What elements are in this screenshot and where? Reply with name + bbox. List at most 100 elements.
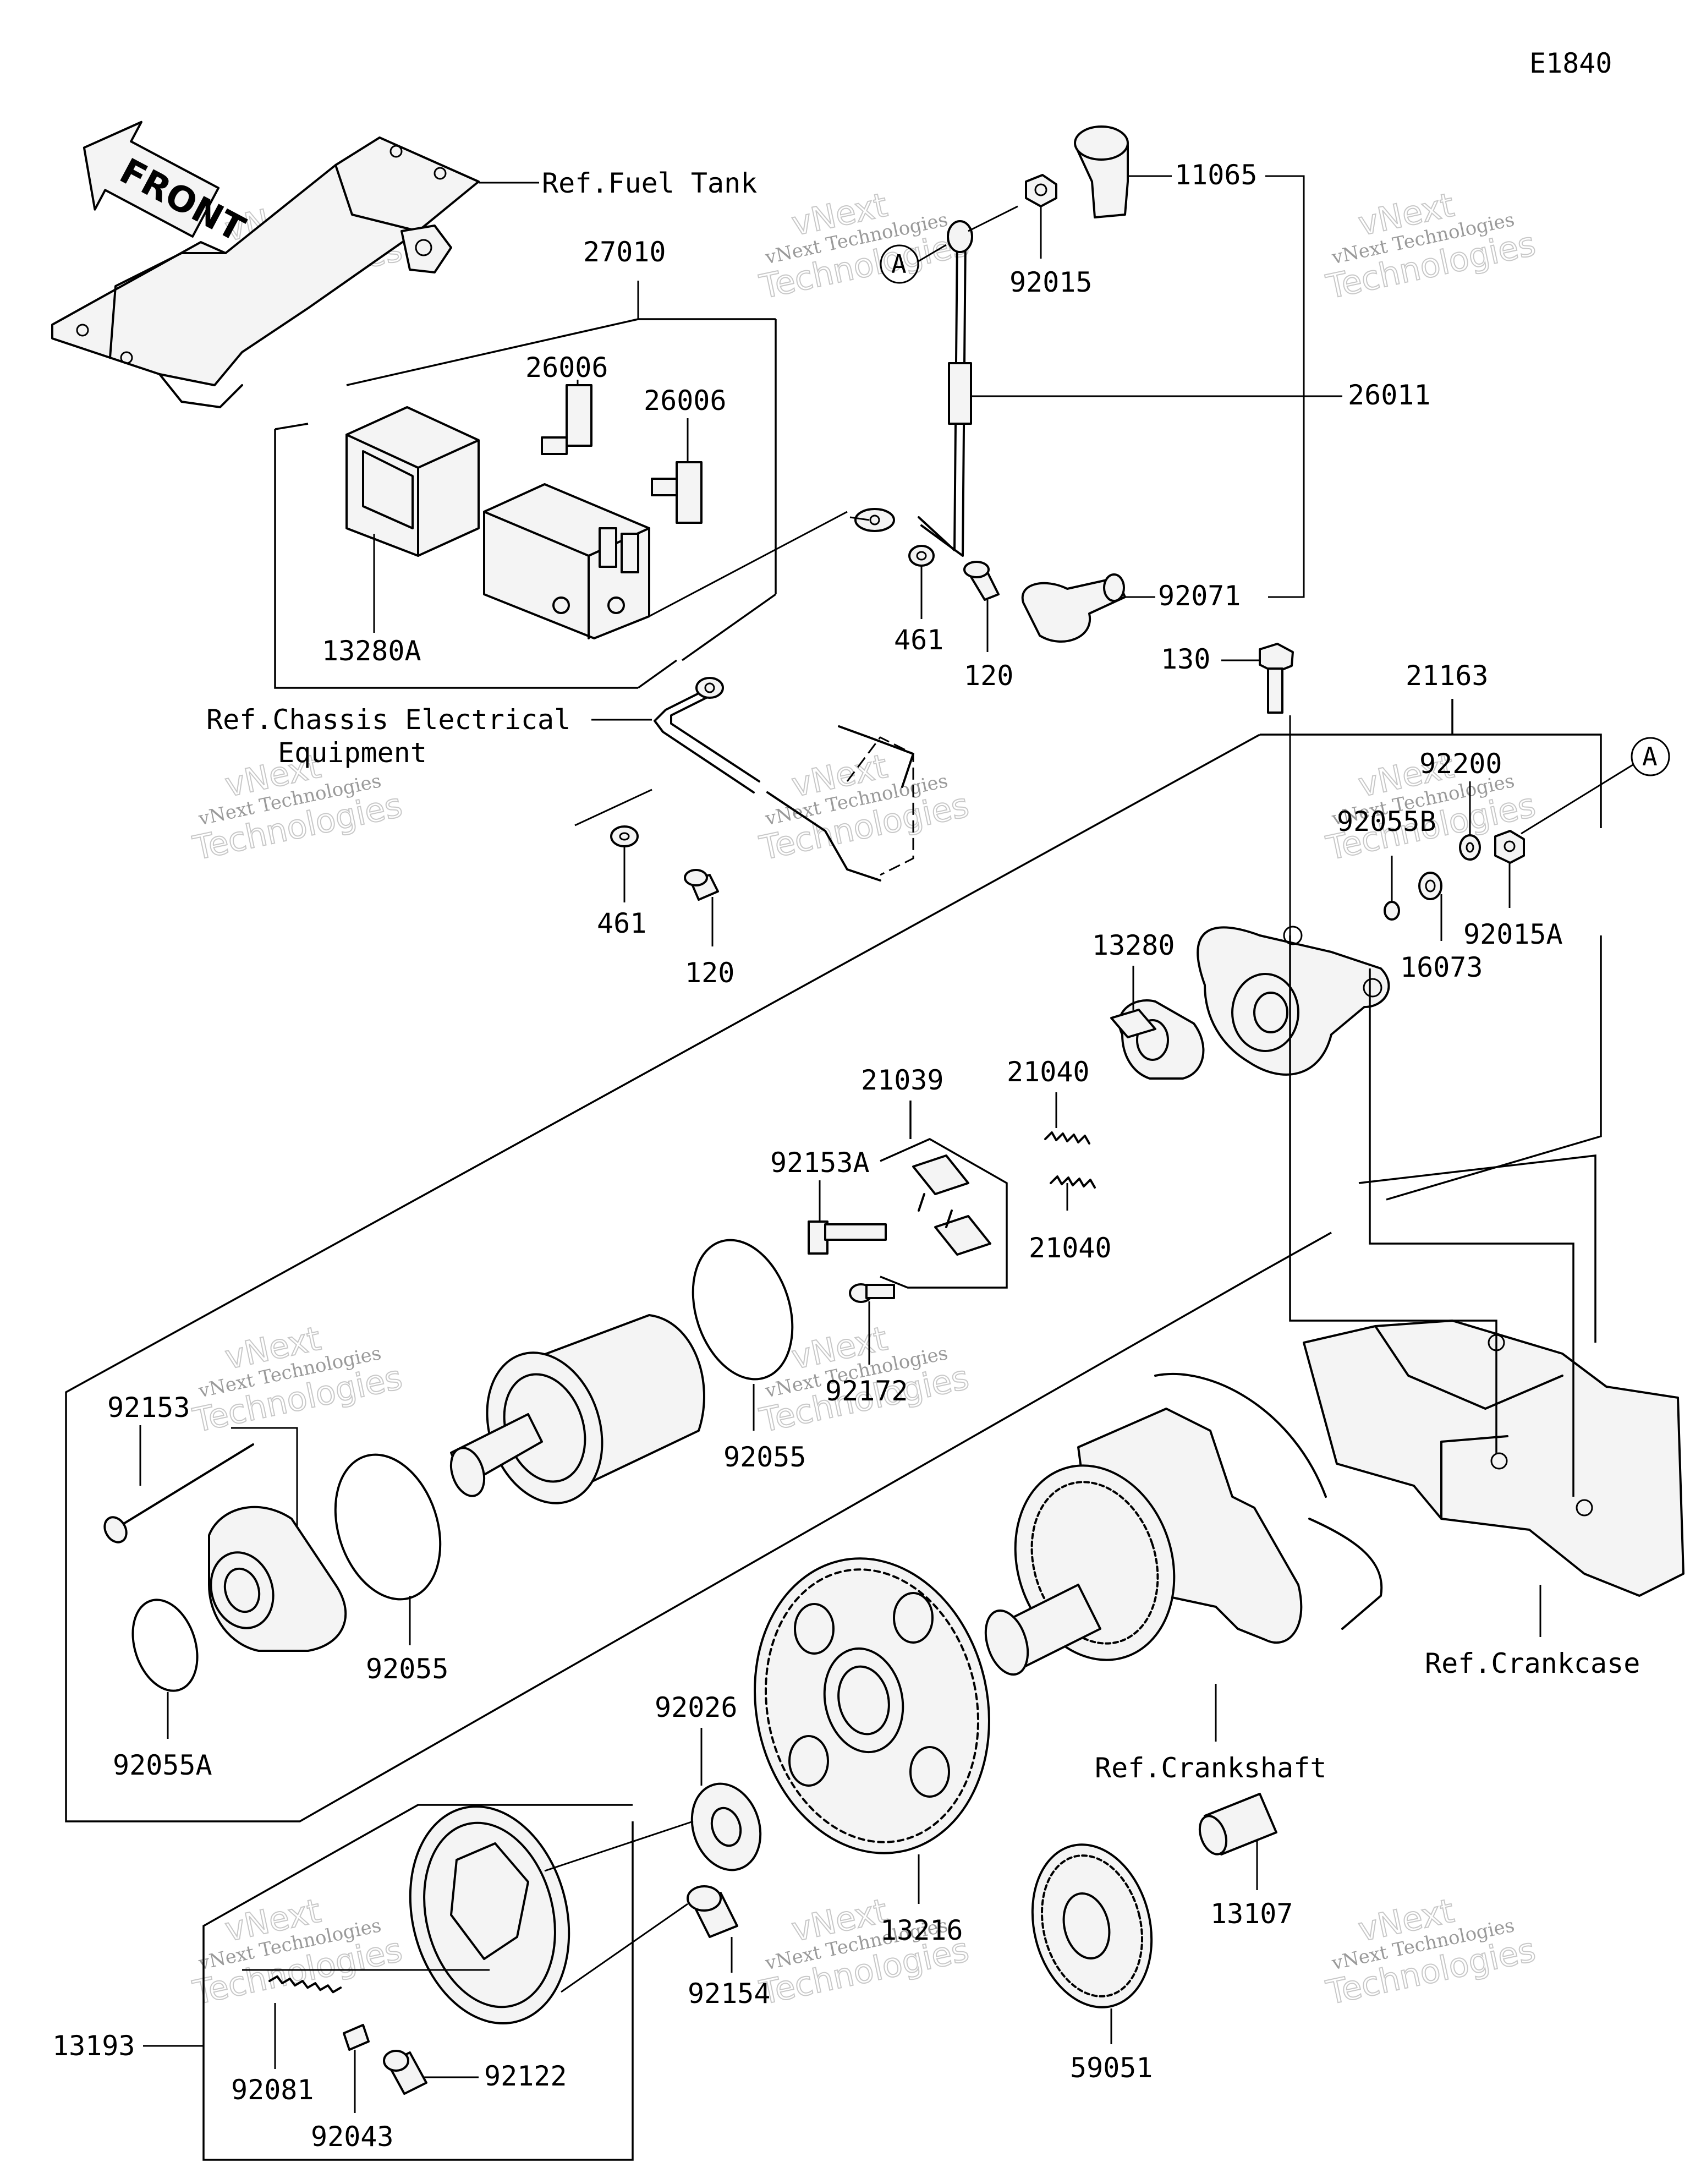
end-cover-ring bbox=[1231, 973, 1299, 1052]
bracket-body bbox=[51, 136, 480, 386]
bolt-shaft bbox=[117, 1443, 254, 1528]
collar-13107 bbox=[1198, 1793, 1277, 1890]
part-92200: 92200 bbox=[1419, 748, 1502, 780]
leader-callout-a bbox=[1521, 764, 1633, 835]
bolt-92154 bbox=[687, 1885, 738, 1973]
crankshaft bbox=[984, 1373, 1383, 1742]
leader-clutch-bolt bbox=[561, 1903, 688, 1993]
bracket-hole bbox=[76, 324, 89, 337]
gear-window bbox=[893, 1592, 934, 1644]
ref-chassis-label-line2: Equipment bbox=[278, 737, 427, 769]
part-92122: 92122 bbox=[484, 2060, 567, 2092]
part-92055B: 92055B bbox=[1337, 806, 1436, 838]
hex-bolt-head-icon bbox=[1259, 643, 1294, 674]
starter-motor-yoke bbox=[449, 1314, 705, 1504]
part-120: 120 bbox=[685, 957, 734, 989]
gear-window bbox=[909, 1746, 950, 1798]
brush-holder-13280 bbox=[1110, 966, 1205, 1080]
bracket-hole bbox=[120, 351, 133, 364]
washer-icon bbox=[908, 545, 935, 567]
bolt-head bbox=[684, 869, 708, 886]
bracket-hole bbox=[434, 167, 447, 180]
collar-end bbox=[1198, 1815, 1228, 1855]
starter-cable-assembly bbox=[849, 205, 1342, 557]
relay-stud bbox=[552, 596, 570, 614]
part-16073: 16073 bbox=[1400, 951, 1483, 983]
part-92172: 92172 bbox=[825, 1375, 908, 1407]
bolt-shank bbox=[1267, 667, 1283, 714]
bracket-hole bbox=[415, 239, 432, 256]
part-13280A: 13280A bbox=[322, 635, 421, 667]
callout-letter: A bbox=[1642, 742, 1658, 771]
part-13280: 13280 bbox=[1092, 929, 1175, 961]
starter-end-cover bbox=[1197, 926, 1390, 1076]
gear-bore bbox=[837, 1665, 890, 1736]
part-21040: 21040 bbox=[1029, 1232, 1112, 1264]
callout-a-right: A bbox=[1521, 737, 1670, 835]
end-cover-hole bbox=[1283, 926, 1303, 945]
part-26006: 26006 bbox=[525, 352, 608, 384]
ref-crankcase-label: Ref.Crankcase bbox=[1425, 1647, 1640, 1679]
group-frame-21163 bbox=[65, 734, 1263, 1822]
watermark-12: vNext vNext Technologies Technologies bbox=[1323, 1891, 1540, 2013]
part-92081: 92081 bbox=[231, 2074, 314, 2106]
clutch-inner bbox=[450, 1842, 529, 1960]
part-13193: 13193 bbox=[52, 2030, 135, 2062]
end-cover-hole bbox=[1363, 978, 1382, 998]
leader-cable-end bbox=[849, 516, 870, 521]
part-92055: 92055 bbox=[723, 1441, 806, 1473]
crank-shaft-face bbox=[984, 1609, 1029, 1676]
brush-icon bbox=[912, 1154, 969, 1195]
bolt-head bbox=[103, 1516, 128, 1543]
leader-callout-a bbox=[918, 244, 947, 262]
diagram-code: E1840 bbox=[1529, 47, 1612, 79]
part-120: 120 bbox=[964, 660, 1013, 692]
part-92015: 92015 bbox=[1009, 266, 1093, 298]
part-59051: 59051 bbox=[1070, 2052, 1153, 2084]
pin-92043 bbox=[343, 2024, 370, 2113]
group-frame-27010 bbox=[274, 319, 777, 689]
o-ring-92055A bbox=[131, 1599, 199, 1739]
roller-end bbox=[383, 2050, 409, 2072]
watermark-7: vNext vNext Technologies Technologies bbox=[189, 1319, 407, 1441]
group-frame-21163 bbox=[1262, 1231, 1332, 1272]
crankcase bbox=[1289, 935, 1684, 1637]
crankcase-alignment-lines bbox=[1289, 935, 1596, 1497]
fuse-blade bbox=[541, 436, 568, 455]
cable bbox=[920, 236, 967, 557]
terminal-cap-92071 bbox=[1021, 573, 1155, 643]
nut-92015A bbox=[1494, 830, 1525, 908]
washer-hole bbox=[619, 832, 630, 841]
washer-461-lower bbox=[610, 825, 639, 902]
part-130: 130 bbox=[1161, 643, 1210, 675]
cap-body bbox=[1021, 577, 1126, 643]
nut-92015 bbox=[1025, 174, 1057, 259]
washer-461-upper bbox=[908, 545, 935, 619]
part-26006: 26006 bbox=[644, 385, 727, 417]
ref-crankshaft-label: Ref.Crankshaft bbox=[1095, 1752, 1326, 1784]
starter-motor-frame bbox=[65, 699, 1602, 1822]
group-frame-13193 bbox=[202, 1804, 634, 2161]
leader-clutch-washer bbox=[544, 1820, 694, 1872]
part-21163: 21163 bbox=[1406, 660, 1489, 692]
watermark-10: vNext vNext Technologies Technologies bbox=[189, 1891, 407, 2013]
part-92071: 92071 bbox=[1158, 580, 1241, 612]
bracket-clip bbox=[400, 225, 452, 273]
bracket-fold bbox=[334, 164, 419, 232]
screw-92172 bbox=[849, 1283, 895, 1365]
nut-hole bbox=[1034, 183, 1047, 196]
o-ring-92055B bbox=[1384, 856, 1400, 921]
bushing-16073 bbox=[1418, 872, 1442, 941]
watermark-8: vNext vNext Technologies Technologies bbox=[756, 1319, 973, 1441]
part-92055A: 92055A bbox=[113, 1749, 212, 1781]
starter-clutch-gear-13216 bbox=[754, 1557, 990, 1904]
crank-counterweight bbox=[1154, 1373, 1327, 1498]
brush-lead bbox=[918, 1193, 953, 1228]
group-frame-21163 bbox=[1260, 699, 1602, 828]
ref-chassis-label-line1: Ref.Chassis Electrical bbox=[206, 704, 570, 736]
watermark-2: vNext vNext Technologies Technologies bbox=[756, 185, 973, 308]
part-92026: 92026 bbox=[655, 1692, 738, 1723]
end-cover-body bbox=[1197, 926, 1390, 1076]
bolt-120-lower bbox=[684, 869, 719, 946]
part-92015A: 92015A bbox=[1463, 918, 1563, 950]
